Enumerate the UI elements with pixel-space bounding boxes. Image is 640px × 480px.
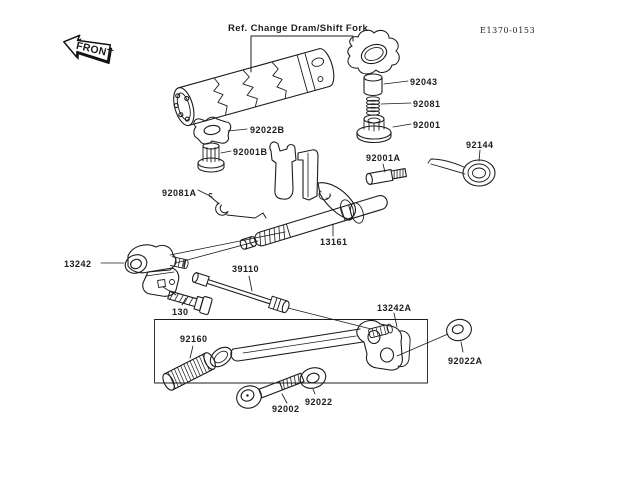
part-92001-screw	[356, 114, 392, 144]
part-92043-pin	[363, 73, 383, 97]
change-drum-illustration	[173, 48, 335, 127]
part-92002-bolt	[236, 372, 305, 409]
cam-plate-illustration	[347, 29, 400, 75]
callout-92001B: 92001B	[233, 147, 268, 157]
callout-13242A: 13242A	[377, 303, 412, 313]
callout-92022B: 92022B	[250, 125, 285, 135]
front-arrow-body	[63, 34, 112, 62]
callout-92001A: 92001A	[366, 153, 401, 163]
callout-92022A: 92022A	[448, 356, 483, 366]
part-130-bolt	[167, 290, 213, 316]
callout-92001: 92001	[413, 120, 441, 130]
page-title: Ref. Change Dram/Shift Fork	[228, 23, 368, 34]
callout-92160: 92160	[180, 334, 208, 344]
callout-92043: 92043	[410, 77, 438, 87]
part-92022-washer	[299, 367, 327, 389]
callout-92081A: 92081A	[162, 188, 197, 198]
callout-39110: 39110	[232, 264, 259, 274]
callout-92144: 92144	[466, 140, 494, 150]
callout-130: 130	[172, 307, 189, 317]
front-arrow-icon: FRONT	[63, 34, 115, 65]
part-92081-spring	[366, 96, 380, 116]
part-13242A-pedal	[209, 319, 411, 371]
callout-92022: 92022	[305, 397, 333, 407]
part-39110-rod	[191, 272, 290, 314]
part-92160-grip	[162, 352, 216, 391]
callout-13242: 13242	[64, 259, 92, 269]
callout-13161: 13161	[320, 237, 348, 247]
title-callout: Ref. Change Dram/Shift Fork	[228, 23, 368, 73]
part-92022A-washer	[446, 318, 472, 342]
part-92144-spring	[427, 158, 496, 187]
callout-labels: 92043 92081 92001 92022B 92001B 92001A 9…	[64, 77, 494, 414]
assembly-lines	[162, 231, 449, 357]
shift-fork-illustration	[269, 141, 364, 224]
part-13161-shaft	[239, 195, 388, 250]
part-13242-lever	[124, 244, 189, 297]
doc-code: E1370-0153	[480, 26, 535, 35]
callout-92002: 92002	[272, 404, 300, 414]
part-92001B-screw	[197, 142, 225, 173]
callout-92081: 92081	[413, 99, 441, 109]
part-92022B-plate	[193, 116, 232, 145]
leader-lines	[100, 80, 481, 404]
part-92001A-bolt	[365, 168, 407, 185]
part-92081A-spring	[208, 192, 267, 219]
title-bracket	[250, 35, 354, 73]
